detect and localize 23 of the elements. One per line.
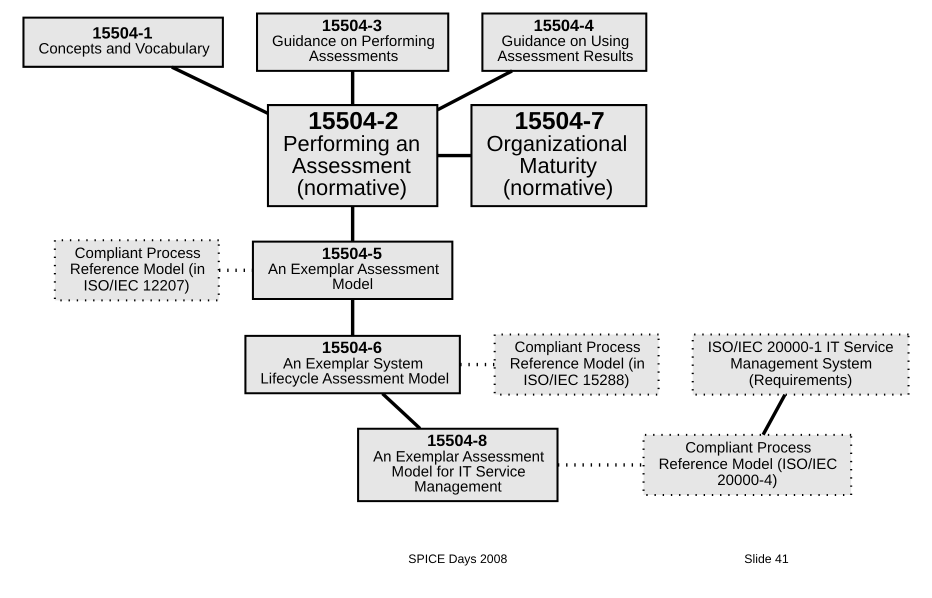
connector [438,154,472,158]
connector [436,69,513,112]
node-box: 15504-7 Organizational Maturity (normative) [470,104,648,208]
connector [762,394,786,436]
label: SPICE Days 2008 [408,552,508,566]
node-box: 15504-2 Performing an Assessment (normative) [266,104,438,208]
connector [350,206,354,242]
label: Slide 41 [744,552,789,566]
node-box: Compliant Process Reference Model (ISO/IEC 20000-4) [642,434,852,496]
node-box: 15504-1 Concepts and Vocabulary [22,16,224,68]
connector [171,66,269,115]
node-box: 15504-6 An Exemplar System Lifecycle Assessment Model [244,334,461,394]
node-box: 15504-8 An Exemplar Assessment Model for IT Service Management [357,428,559,502]
connector [350,70,354,105]
connector [460,362,494,366]
connector [381,392,422,430]
node-box: 15504-5 An Exemplar Assessment Model [252,240,454,300]
node-box: Compliant Process Reference Model (in ISO/IEC 15288) [494,333,660,396]
node-box: 15504-4 Guidance on Using Assessment Results [481,12,648,72]
node-box: Compliant Process Reference Model (in ISO/IEC 12207) [54,239,220,302]
node-box: ISO/IEC 20000-1 IT Service Management System (Requirements) [692,333,910,396]
connector [350,299,354,336]
node-box: 15504-3 Guidance on Performing Assessments [256,12,450,72]
